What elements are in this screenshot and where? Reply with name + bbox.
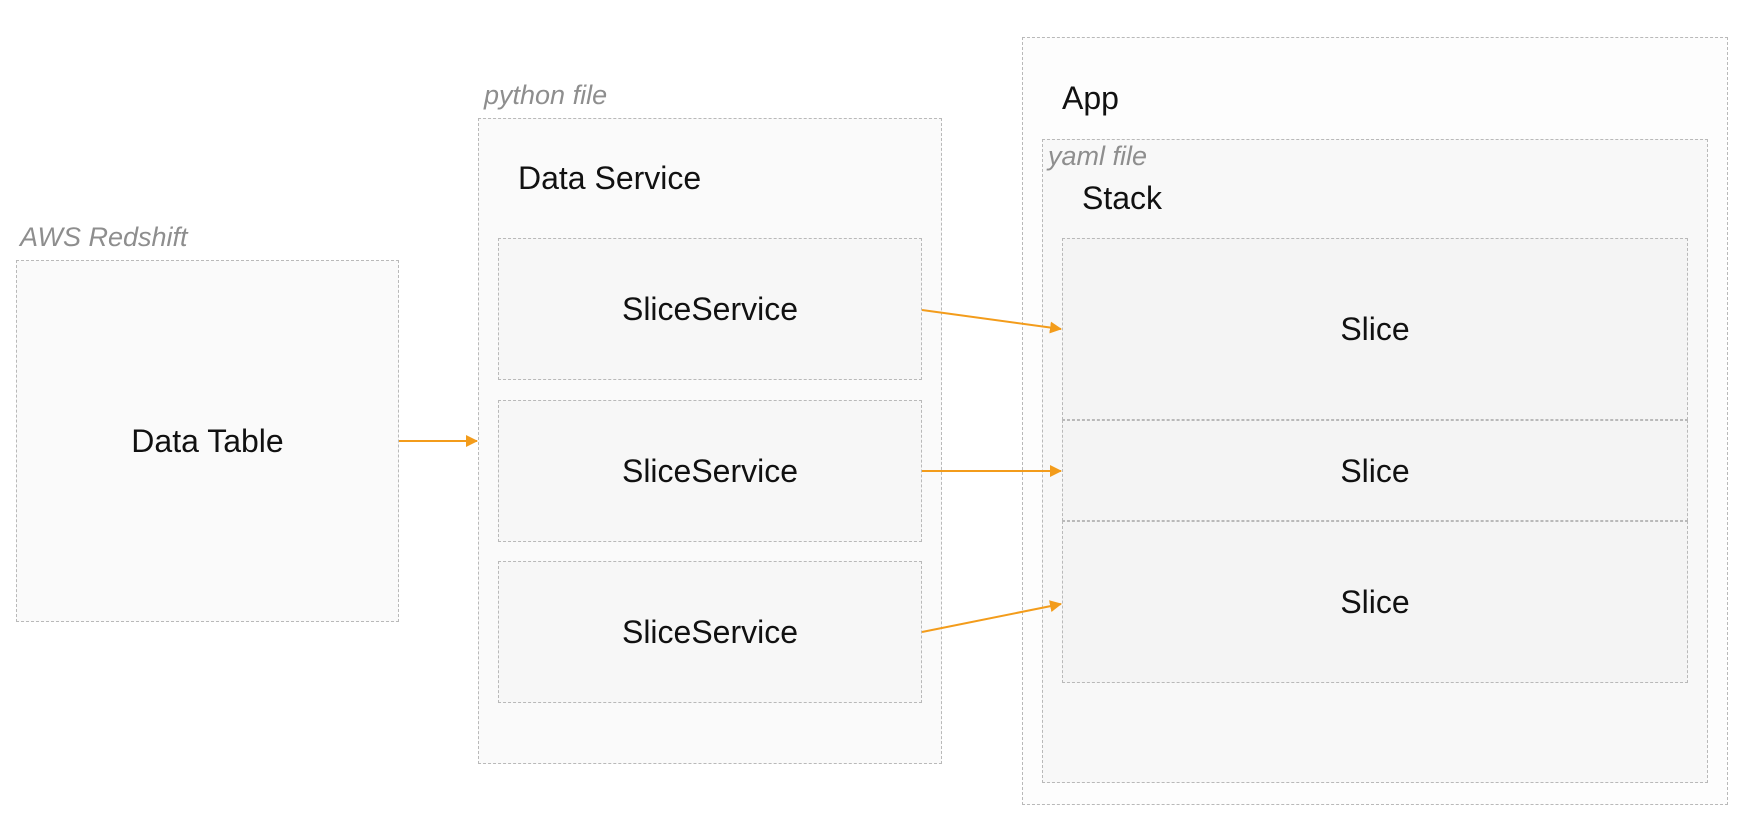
yaml-file-caption: yaml file bbox=[1048, 141, 1148, 171]
aws-redshift-caption: AWS Redshift bbox=[20, 222, 188, 252]
slice-service-label: SliceService bbox=[621, 291, 799, 327]
slice-service-label: SliceService bbox=[621, 453, 799, 489]
python-file-caption: python file bbox=[484, 80, 608, 110]
stack-title: Stack bbox=[1082, 180, 1163, 216]
slice-service-box: SliceService bbox=[498, 561, 922, 703]
app-title: App bbox=[1062, 80, 1119, 116]
data-service-title: Data Service bbox=[518, 160, 702, 196]
data-table-box: Data Table bbox=[16, 260, 399, 622]
slice-box: Slice bbox=[1062, 521, 1688, 683]
slice-box: Slice bbox=[1062, 420, 1688, 521]
slice-label: Slice bbox=[1340, 311, 1410, 347]
slice-service-box: SliceService bbox=[498, 400, 922, 542]
slice-service-box: SliceService bbox=[498, 238, 922, 380]
slice-service-label: SliceService bbox=[621, 614, 799, 650]
slice-label: Slice bbox=[1340, 584, 1410, 620]
slice-box: Slice bbox=[1062, 238, 1688, 420]
data-table-label: Data Table bbox=[131, 423, 284, 459]
slice-label: Slice bbox=[1340, 452, 1410, 489]
